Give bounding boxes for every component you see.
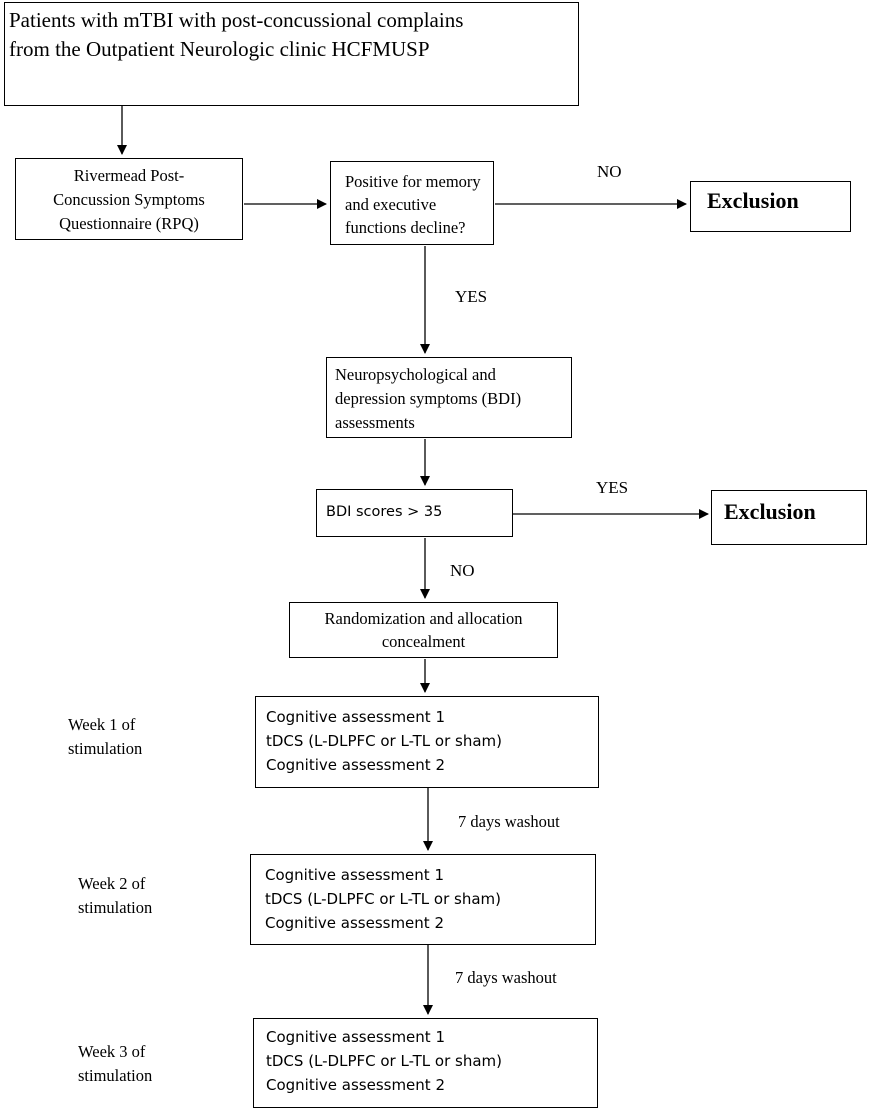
no-label-bdi: NO [450, 561, 475, 580]
decline-question-line-1: Positive for memory [345, 172, 481, 191]
randomization-line-1: Randomization and allocation [324, 609, 523, 628]
exclusion-bdi-label: Exclusion [724, 499, 816, 524]
exclusion-box-bdi: Exclusion [711, 490, 867, 545]
rpq-box-line-2: Concussion Symptoms [53, 190, 205, 209]
decline-question-line-2: and executive [345, 195, 437, 214]
week-1-box-line-1: Cognitive assessment 1 [266, 708, 445, 726]
week-1-box-line-2: tDCS (L-DLPFC or L-TL or sham) [266, 732, 502, 750]
neuropsych-line-3: assessments [335, 413, 415, 432]
neuropsych-assessment-box: Neuropsychological and depression sympto… [326, 357, 572, 438]
yes-label-bdi: YES [596, 478, 629, 497]
week-2-box: Cognitive assessment 1 tDCS (L-DLPFC or … [250, 854, 596, 945]
week-3-box-line-2: tDCS (L-DLPFC or L-TL or sham) [266, 1052, 502, 1070]
randomization-box: Randomization and allocation concealment [289, 602, 558, 658]
week-2-label-line-1: Week 2 of [78, 874, 146, 893]
week-2-box-line-1: Cognitive assessment 1 [265, 866, 444, 884]
randomization-line-2: concealment [381, 632, 466, 651]
week-3-box-line-3: Cognitive assessment 2 [266, 1076, 445, 1094]
yes-label-decline: YES [455, 287, 488, 306]
neuropsych-line-2: depression symptoms (BDI) [335, 389, 522, 408]
week-2-label: Week 2 of stimulation [78, 872, 152, 920]
no-label-top: NO [597, 162, 622, 181]
washout-label-1: 7 days washout [458, 812, 560, 831]
patients-box-line-2: from the Outpatient Neurologic clinic HC… [9, 37, 430, 61]
week-3-label-line-1: Week 3 of [78, 1042, 146, 1061]
decline-question-box: Positive for memory and executive functi… [330, 161, 494, 245]
week-1-label-line-2: stimulation [68, 739, 143, 758]
week-3-box: Cognitive assessment 1 tDCS (L-DLPFC or … [253, 1018, 598, 1108]
decline-question-line-3: functions decline? [345, 218, 466, 237]
patients-box-line-1: Patients with mTBI with post-concussiona… [9, 8, 464, 32]
washout-label-2: 7 days washout [455, 968, 557, 987]
bdi-scores-box: BDI scores > 35 [316, 489, 513, 537]
week-2-label-line-2: stimulation [78, 898, 153, 917]
bdi-scores-label: BDI scores > 35 [326, 504, 443, 520]
week-1-box: Cognitive assessment 1 tDCS (L-DLPFC or … [255, 696, 599, 788]
week-2-box-line-3: Cognitive assessment 2 [265, 914, 444, 932]
week-2-box-line-2: tDCS (L-DLPFC or L-TL or sham) [265, 890, 501, 908]
week-3-box-line-1: Cognitive assessment 1 [266, 1028, 445, 1046]
neuropsych-line-1: Neuropsychological and [335, 365, 496, 384]
week-3-label-line-2: stimulation [78, 1066, 153, 1085]
rpq-box: Rivermead Post- Concussion Symptoms Ques… [15, 158, 243, 240]
patients-box: Patients with mTBI with post-concussiona… [4, 2, 579, 106]
week-1-label: Week 1 of stimulation [68, 713, 142, 761]
exclusion-box-top: Exclusion [690, 181, 851, 232]
rpq-box-line-3: Questionnaire (RPQ) [59, 214, 199, 233]
week-1-box-line-3: Cognitive assessment 2 [266, 756, 445, 774]
rpq-box-line-1: Rivermead Post- [73, 166, 185, 185]
week-3-label: Week 3 of stimulation [78, 1040, 152, 1088]
exclusion-top-label: Exclusion [707, 188, 799, 213]
week-1-label-line-1: Week 1 of [68, 715, 136, 734]
